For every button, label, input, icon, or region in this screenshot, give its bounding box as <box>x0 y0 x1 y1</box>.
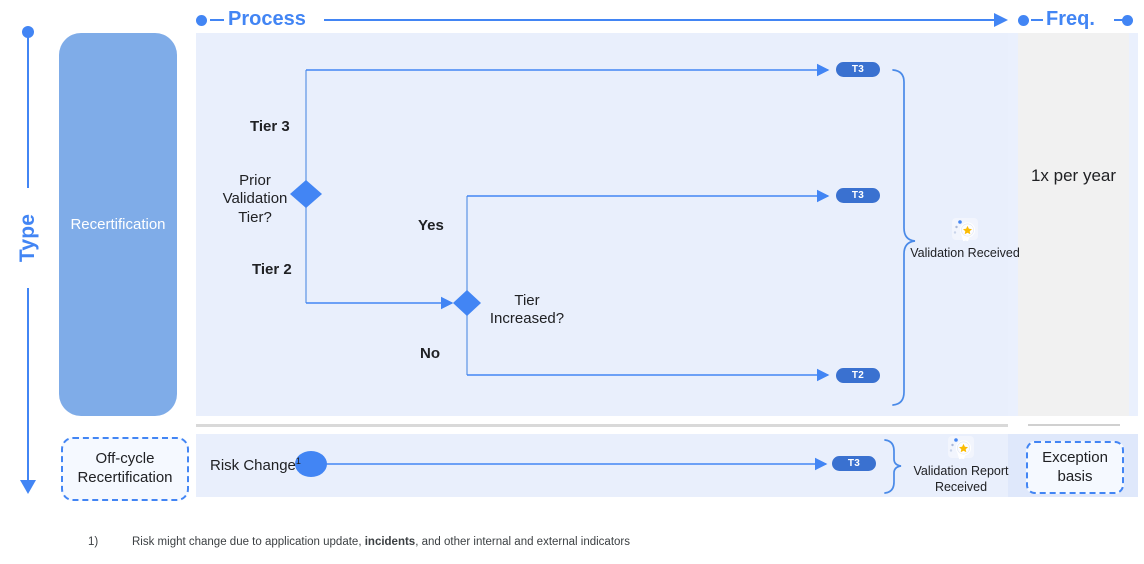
branch-label-tier3: Tier 3 <box>250 118 290 135</box>
freq-axis: Freq. <box>1018 8 1138 32</box>
tier-badge-t2[interactable]: T2 <box>836 368 880 383</box>
outcome-validation-report-received: Validation Report Received <box>896 434 1026 495</box>
footnote-text-bold: incidents <box>364 536 416 548</box>
tier-badge-t3-top-label: T3 <box>851 64 865 75</box>
process-panel <box>196 33 1008 416</box>
offcycle-process-panel <box>196 434 1008 497</box>
type-recertification-label: Recertification <box>70 216 166 233</box>
frequency-section-divider <box>1028 424 1120 426</box>
type-axis-label: Type <box>12 188 44 288</box>
type-axis: Type <box>12 26 44 494</box>
branch-label-tier2: Tier 2 <box>252 261 292 278</box>
risk-change-footnote-marker: 1 <box>295 456 301 466</box>
tier-badge-t3-middle[interactable]: T3 <box>836 188 880 203</box>
tier-badge-t3-offcycle[interactable]: T3 <box>832 456 876 471</box>
decision-label-prior-validation-tier: Prior Validation Tier? <box>222 172 288 226</box>
freq-axis-dot-left <box>1018 15 1029 26</box>
type-recertification-pill[interactable]: Recertification <box>59 33 177 416</box>
type-offcycle-label: Off-cycle Recertification <box>77 450 173 486</box>
risk-change-text: Risk Change <box>210 457 296 474</box>
process-axis-label: Process <box>228 8 306 30</box>
tier-badge-t3-offcycle-label: T3 <box>847 458 861 469</box>
type-axis-arrow-icon <box>20 480 36 494</box>
branch-label-no: No <box>420 345 440 362</box>
process-axis-segment-left <box>210 19 224 21</box>
process-axis: Process <box>196 8 1008 32</box>
freq-axis-segment-right <box>1114 19 1124 21</box>
process-axis-segment-right <box>324 19 994 21</box>
process-axis-dot <box>196 15 207 26</box>
type-offcycle-pill[interactable]: Off-cycle Recertification <box>61 437 189 501</box>
frequency-main-value: 1x per year <box>1030 166 1117 185</box>
outcome-validation-received: Validation Received <box>908 216 1022 262</box>
tier-badge-t3-middle-label: T3 <box>851 190 865 201</box>
tier-badge-t2-label: T2 <box>851 370 865 381</box>
freq-axis-dot-right <box>1122 15 1133 26</box>
award-ribbon-icon <box>944 434 978 462</box>
section-divider <box>196 424 1008 427</box>
branch-label-yes: Yes <box>418 217 444 234</box>
outcome-validation-received-caption: Validation Received <box>910 246 1020 260</box>
award-ribbon-icon <box>948 216 982 244</box>
freq-axis-segment-left <box>1031 19 1043 21</box>
process-axis-arrow-icon <box>994 13 1008 27</box>
frequency-grey-panel <box>1018 33 1129 416</box>
tier-badge-t3-top[interactable]: T3 <box>836 62 880 77</box>
decision-label-tier-increased: Tier Increased? <box>489 292 565 328</box>
freq-axis-label: Freq. <box>1046 8 1095 30</box>
footnote-text-before: Risk might change due to application upd… <box>132 536 365 548</box>
footnote-marker: 1) <box>88 536 99 548</box>
frequency-offcycle-value: Exception basis <box>1042 449 1108 485</box>
frequency-offcycle-pill[interactable]: Exception basis <box>1026 441 1124 494</box>
footnote: 1) Risk might change due to application u… <box>88 536 988 548</box>
risk-change-label: Risk Change1 <box>210 456 301 474</box>
footnote-text-after: , and other internal and external indica… <box>415 536 631 548</box>
outcome-validation-report-received-caption: Validation Report Received <box>913 464 1009 494</box>
